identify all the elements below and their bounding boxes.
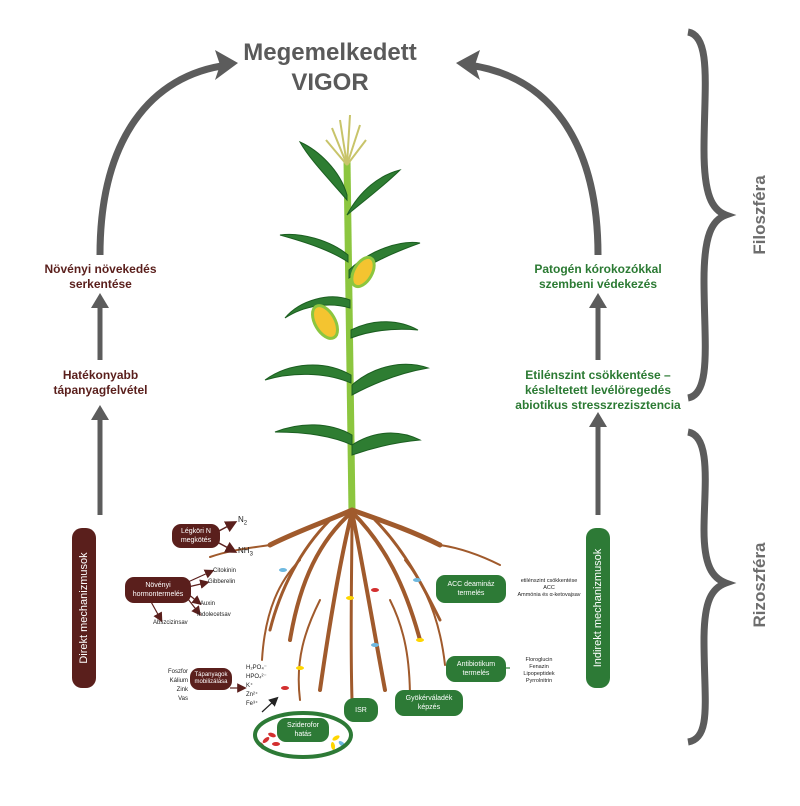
phyllosphere-label: Filoszféra [750, 175, 769, 255]
indirect-mechanisms-pill: Indirekt mechanizmusok [586, 528, 610, 688]
left-nutrient-label: Hatékonyabb tápanyagfelvétel [53, 368, 148, 397]
direct-mechanisms-pill: Direkt mechanizmusok [72, 528, 96, 688]
siderophore-cycle [253, 711, 353, 759]
arrowhead-right-lower [589, 412, 607, 427]
n2-label: N2 [238, 515, 248, 527]
hormone-iaa: Indolecetsav [197, 612, 231, 618]
page-title: Megemelkedett VIGOR [220, 38, 440, 98]
corn-cobs [311, 255, 376, 340]
hormone-aba: Abszcizinsav [153, 620, 188, 626]
corn-stem [343, 159, 356, 513]
hormone-cytokinin: Citokinin [213, 568, 237, 574]
arrowhead-left-upper [91, 293, 109, 308]
arrowhead-right [456, 50, 480, 80]
roots [209, 507, 501, 702]
right-ethylene-label: Etilénszint csökkentése – késleltetett l… [515, 368, 681, 412]
isr-pill: ISR [344, 698, 378, 722]
arrow-right-curve [467, 61, 602, 256]
rhizosphere-label: Rizoszféra [750, 542, 769, 628]
left-growth-label: Növényi növekedés serkentése [44, 262, 157, 291]
arrowhead-left [215, 50, 238, 80]
corn-leaves [264, 140, 430, 456]
arrow-left-curve [96, 61, 229, 256]
nutrient-outputs: H₂PO₄⁻HPO₄²⁻ K⁺Zn²⁺ Fe³⁺ [246, 665, 267, 707]
arrowhead-right-upper [589, 293, 607, 308]
nh3-label: NH3 [238, 546, 253, 558]
title-line-1: Megemelkedett [243, 39, 417, 66]
hormone-auxin: Auxin [200, 601, 216, 607]
right-pathogen-label: Patogén kórokozókkal szembeni védekezés [534, 262, 662, 291]
corn-tassel [325, 114, 367, 166]
title-line-2: VIGOR [291, 69, 369, 96]
brace-phyllosphere [686, 28, 737, 402]
brace-rhizosphere [686, 428, 737, 746]
hormone-gibberellin: Gibberelin [208, 579, 236, 585]
bacteria-dots [279, 568, 424, 690]
arrowhead-left-lower [91, 405, 109, 420]
